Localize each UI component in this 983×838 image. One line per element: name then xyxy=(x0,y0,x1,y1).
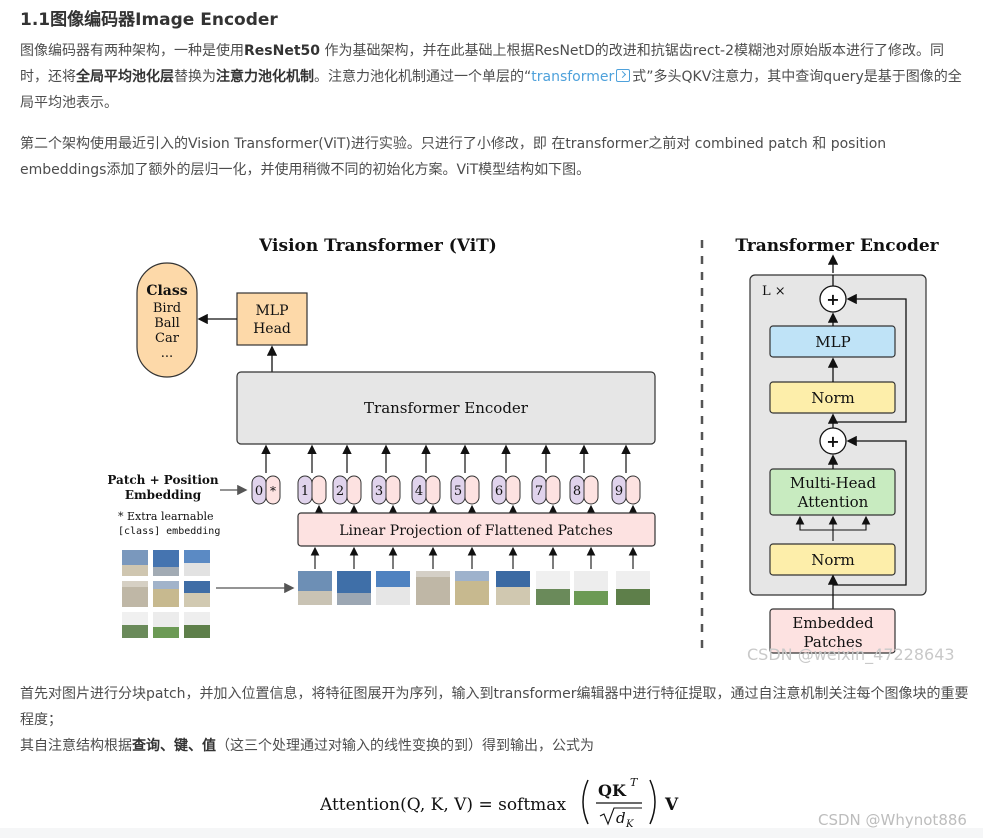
text-span: 替换为 xyxy=(174,69,216,85)
text-span: 式”多头QKV注意力，其中查询query是基于图像的全局平均池表示。 xyxy=(20,69,962,111)
encoder-title: Transformer Encoder xyxy=(735,236,939,256)
bold-global-avg-pool: 全局平均池化层 xyxy=(76,69,174,85)
qkv-arrows xyxy=(795,515,871,541)
token-3: 3 xyxy=(371,475,401,505)
svg-text:*: * xyxy=(270,484,276,498)
add-symbol-middle: + xyxy=(826,432,839,451)
token-6: 6 xyxy=(491,475,521,505)
class-ellipsis: ... xyxy=(161,346,173,361)
residual-connection-upper xyxy=(833,293,907,423)
bold-qkv: 查询、键、值 xyxy=(132,738,216,754)
svg-text:5: 5 xyxy=(454,484,462,499)
mlp-head-box xyxy=(236,292,308,346)
paragraph-qkv: 其自注意结构根据查询、键、值（这三个处理通过对输入的线性变换的到）得到输出，公式… xyxy=(20,733,970,759)
svg-text:4: 4 xyxy=(415,484,423,499)
embedded-patches-label-2: Patches xyxy=(803,633,862,651)
section-heading: 1.1图像编码器Image Encoder xyxy=(20,10,278,30)
paragraph-vit: 第二个架构使用最近引入的Vision Transformer(ViT)进行实验。… xyxy=(20,136,887,178)
linear-projection-label: Linear Projection of Flattened Patches xyxy=(339,523,613,539)
svg-text:1: 1 xyxy=(301,484,309,499)
svg-text:7: 7 xyxy=(535,484,543,499)
token-9: 9 xyxy=(611,475,641,505)
mha-label-1: Multi-Head xyxy=(790,474,877,492)
token-0: 0 * xyxy=(251,475,281,505)
class-ball: Ball xyxy=(154,316,180,331)
projection-arrows xyxy=(314,504,638,514)
formula-den: d xyxy=(616,809,626,827)
extra-learnable-label-1: * Extra learnable xyxy=(118,510,214,523)
formula-lhs: Attention(Q, K, V) = softmax xyxy=(320,795,566,815)
text-span: 。注意力池化机制通过一个单层的“ xyxy=(314,69,532,85)
mlp-label: MLP xyxy=(815,333,850,351)
svg-text:9: 9 xyxy=(615,484,623,499)
paragraph-image-encoder: 图像编码器有两种架构，一种是使用ResNet50 作为基础架构，并在此基础上根据… xyxy=(20,38,970,116)
patch-position-label-2: Embedding xyxy=(125,488,202,502)
formula-den-sub: K xyxy=(625,819,634,830)
text-span: 作为基础架构，并在此基础上根据ResNetD的改进和抗锯齿rect-2模糊池对原… xyxy=(20,43,945,85)
token-1: 1 xyxy=(297,475,327,505)
paragraph-patch: 首先对图片进行分块patch，并加入位置信息，将特征图展开为序列，输入到tran… xyxy=(20,686,969,728)
class-bird: Bird xyxy=(153,301,181,316)
flattened-patches xyxy=(298,571,650,605)
input-image-grid xyxy=(122,550,210,638)
patch-arrows xyxy=(310,546,638,569)
formula-sup: T xyxy=(630,776,639,789)
patch-position-label-1: Patch + Position xyxy=(107,473,219,487)
text-span: 其自注意结构根据 xyxy=(20,738,132,754)
residual-connection-lower xyxy=(833,435,907,586)
mlp-head-line2: Head xyxy=(253,321,291,337)
formula-numerator: QK xyxy=(598,781,627,800)
svg-text:3: 3 xyxy=(375,484,383,499)
svg-text:8: 8 xyxy=(573,484,581,499)
mlp-head-line1: MLP xyxy=(255,303,288,319)
token-2: 2 xyxy=(332,475,362,505)
token-7: 7 xyxy=(531,475,561,505)
vit-title: Vision Transformer (ViT) xyxy=(258,236,497,256)
extra-learnable-label-2: [class] embedding xyxy=(118,526,220,537)
add-symbol-top: + xyxy=(826,290,839,309)
token-4: 4 xyxy=(411,475,441,505)
transformer-link[interactable]: transformer xyxy=(531,69,615,85)
class-box xyxy=(136,262,198,378)
formula-rhs: V xyxy=(664,795,679,815)
token-8: 8 xyxy=(569,475,599,505)
bold-resnet50: ResNet50 xyxy=(244,43,320,59)
norm-label-upper: Norm xyxy=(811,389,855,407)
sqrt-sign xyxy=(599,807,642,826)
bottom-bar xyxy=(0,828,983,838)
bold-attention-pool: 注意力池化机制 xyxy=(216,69,314,85)
search-link-icon[interactable] xyxy=(616,69,631,82)
right-paren xyxy=(649,779,656,825)
figure-watermark: CSDN @weixin_47228643 xyxy=(747,645,955,664)
transformer-encoder-label: Transformer Encoder xyxy=(364,399,529,417)
svg-text:6: 6 xyxy=(495,484,503,499)
token-arrows xyxy=(261,444,631,473)
transformer-encoder-box xyxy=(236,371,656,445)
vit-figure: Vision Transformer (ViT) Transformer Enc… xyxy=(100,225,970,665)
lx-label: L × xyxy=(762,284,786,299)
text-span: （这三个处理通过对输入的线性变换的到）得到输出，公式为 xyxy=(216,738,594,754)
svg-text:2: 2 xyxy=(336,484,344,499)
text-span: 图像编码器有两种架构，一种是使用 xyxy=(20,43,244,59)
norm-label-lower: Norm xyxy=(811,551,855,569)
embedded-patches-box xyxy=(769,608,896,654)
class-label: Class xyxy=(146,283,187,299)
token-5: 5 xyxy=(450,475,480,505)
page-watermark: CSDN @Whynot886 xyxy=(818,811,967,829)
mha-label-2: Attention xyxy=(797,493,869,511)
class-car: Car xyxy=(155,331,180,346)
embedded-patches-label-1: Embedded xyxy=(792,614,874,632)
linear-projection-box xyxy=(297,512,656,547)
svg-text:0: 0 xyxy=(255,484,263,499)
left-paren xyxy=(582,779,589,825)
attention-formula: Attention(Q, K, V) = softmax QK T d K V xyxy=(319,772,700,832)
